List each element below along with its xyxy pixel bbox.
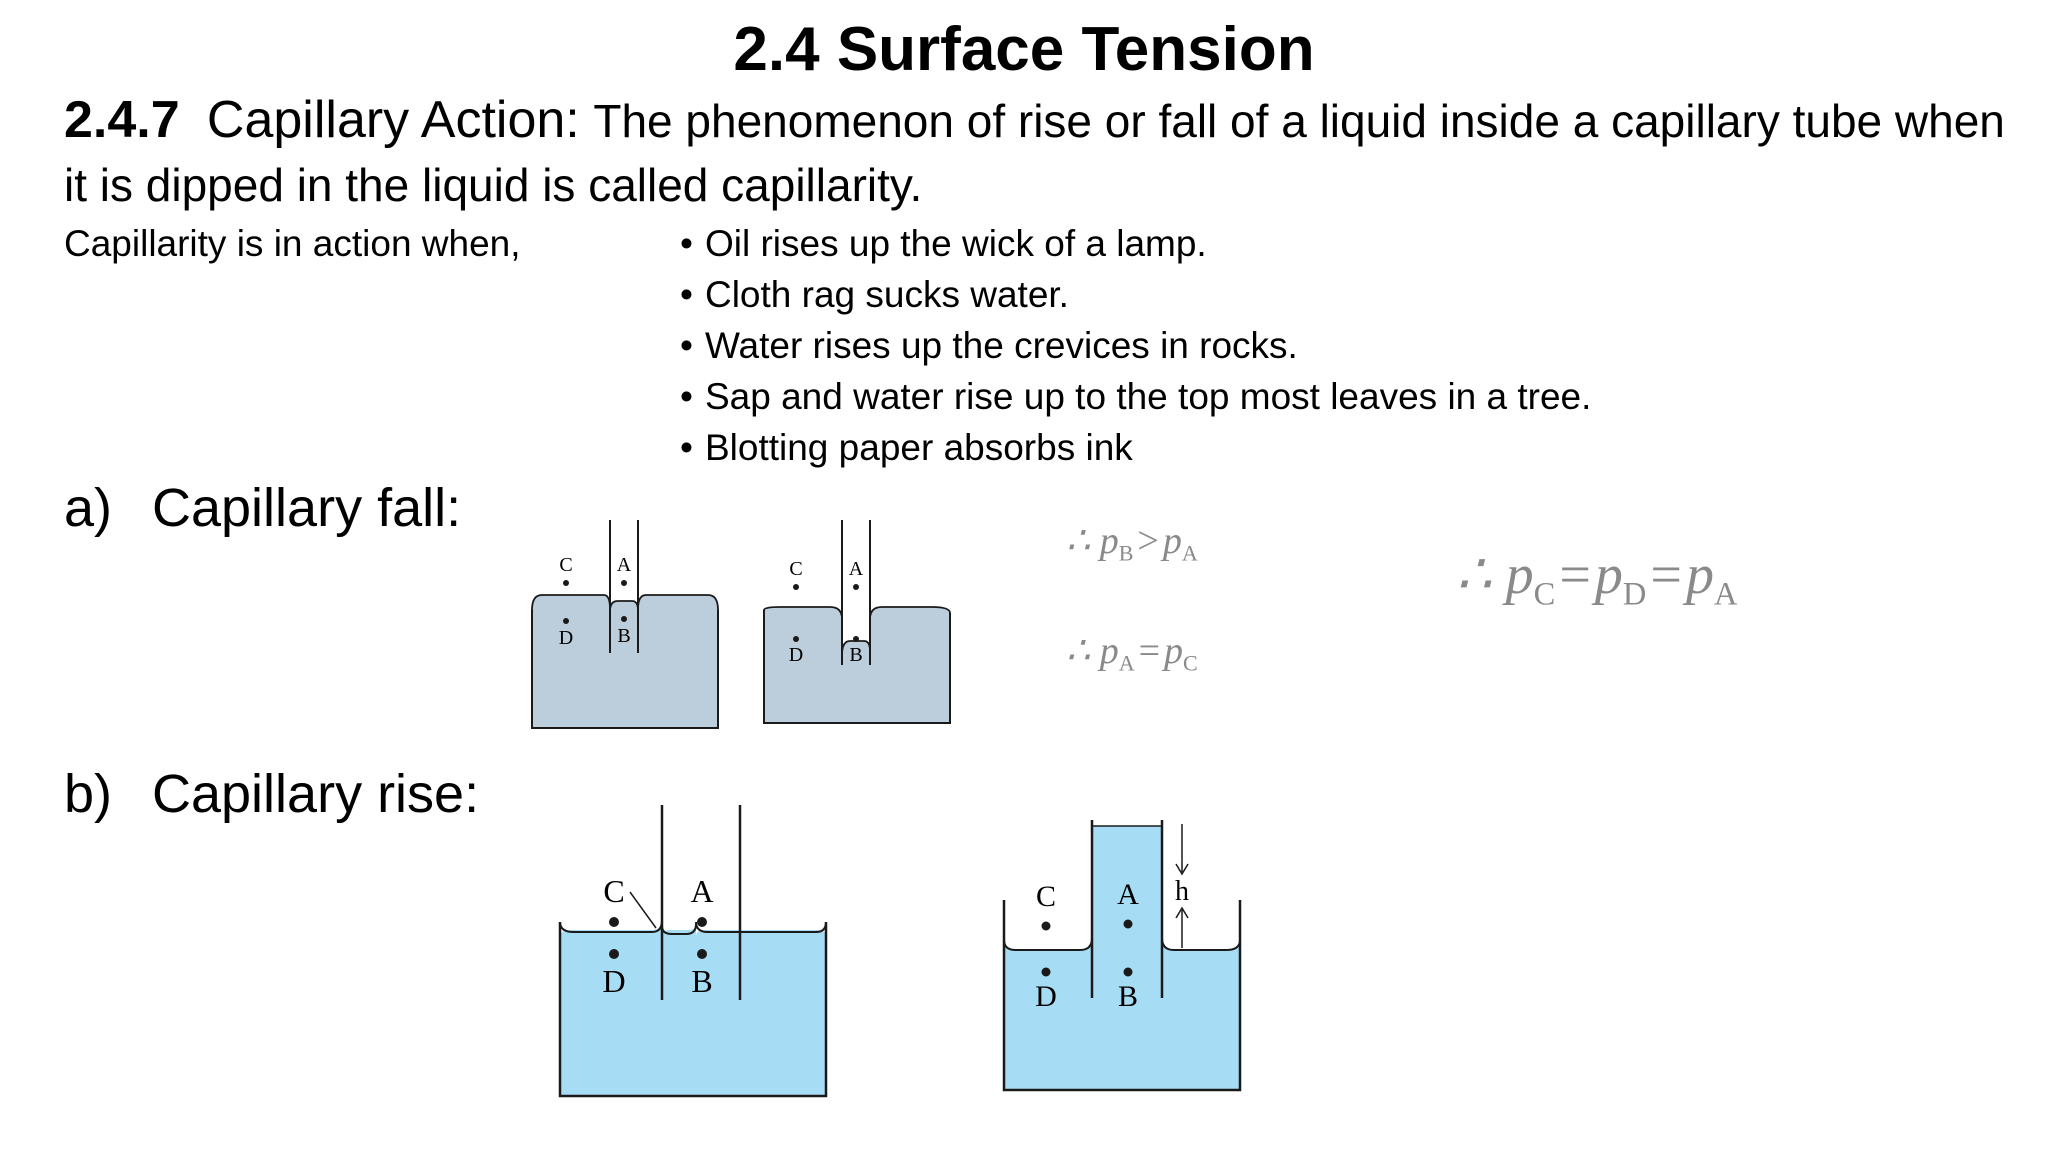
list-item: Blotting paper absorbs ink	[680, 422, 1591, 473]
therefore-symbol: ∴	[1456, 544, 1492, 606]
capillary-action-definition: 2.4.7 Capillary Action: The phenomenon o…	[64, 88, 2024, 217]
point-d	[1041, 967, 1051, 977]
point-c-label: C	[789, 558, 802, 580]
point-d	[793, 636, 799, 642]
slide-title: 2.4 Surface Tension	[733, 15, 1315, 84]
point-c-label: C	[559, 554, 572, 576]
equation-pb-greater-pa: ∴ pB>pA	[1066, 520, 1198, 566]
section-definition: The phenomenon of rise or fall of a liqu…	[64, 95, 2005, 211]
therefore-symbol: ∴	[1066, 630, 1091, 672]
point-a	[1123, 919, 1133, 929]
point-c	[793, 584, 799, 590]
list-item: Sap and water rise up to the top most le…	[680, 371, 1591, 422]
point-a-label: A	[690, 873, 713, 909]
point-b	[853, 636, 859, 642]
equation-pc-equals-pd-equals-pa: ∴ pC=pD=pA	[1456, 544, 1738, 613]
point-a	[697, 917, 707, 927]
capillary-fall-label: a)Capillary fall:	[64, 478, 462, 538]
capillary-rise-label: b)Capillary rise:	[64, 764, 480, 824]
point-a	[621, 580, 627, 586]
point-b-label: B	[849, 644, 862, 666]
point-b	[621, 616, 627, 622]
pointer-line	[629, 891, 657, 929]
therefore-symbol: ∴	[1066, 520, 1091, 562]
height-label: h	[1175, 876, 1189, 907]
point-c-label: C	[1036, 880, 1056, 913]
point-a	[853, 584, 859, 590]
point-d-label: D	[789, 644, 803, 666]
list-item: Cloth rag sucks water.	[680, 269, 1591, 320]
point-d	[609, 949, 619, 959]
equation-pa-equals-pc: ∴ pA=pC	[1066, 630, 1198, 676]
point-c	[563, 580, 569, 586]
point-a-label: A	[617, 554, 632, 576]
list-item: Water rises up the crevices in rocks.	[680, 320, 1591, 371]
point-a-label: A	[849, 558, 864, 580]
capillary-rise-diagram-equilibrium: h C D A B	[1002, 820, 1242, 1092]
liquid-fill	[560, 920, 826, 1096]
point-b-label: B	[1118, 980, 1138, 1013]
liquid-fill	[1004, 826, 1240, 1090]
point-d-label: D	[1035, 980, 1057, 1013]
point-a-label: A	[1117, 878, 1139, 911]
point-d-label: D	[602, 963, 625, 999]
point-b	[1123, 967, 1133, 977]
point-c-label: C	[603, 873, 624, 909]
point-b-label: B	[691, 963, 712, 999]
point-c	[1041, 921, 1051, 931]
capillary-fall-diagram-equilibrium: C D A B	[763, 520, 951, 724]
capillary-rise-diagram-initial: C D A B	[558, 805, 828, 1098]
point-c	[609, 917, 619, 927]
section-number: 2.4.7	[64, 91, 180, 149]
list-item: Oil rises up the wick of a lamp.	[680, 218, 1591, 269]
point-d-label: D	[559, 627, 573, 649]
point-b-label: B	[617, 625, 630, 647]
section-term: Capillary Action:	[206, 91, 580, 149]
point-b	[697, 949, 707, 959]
liquid-fill	[764, 607, 950, 723]
examples-intro: Capillarity is in action when,	[64, 223, 521, 264]
point-d	[563, 618, 569, 624]
examples-list: Oil rises up the wick of a lamp. Cloth r…	[680, 218, 1591, 473]
liquid-fill	[532, 595, 718, 728]
capillary-fall-diagram-initial: C D A B	[531, 520, 719, 729]
